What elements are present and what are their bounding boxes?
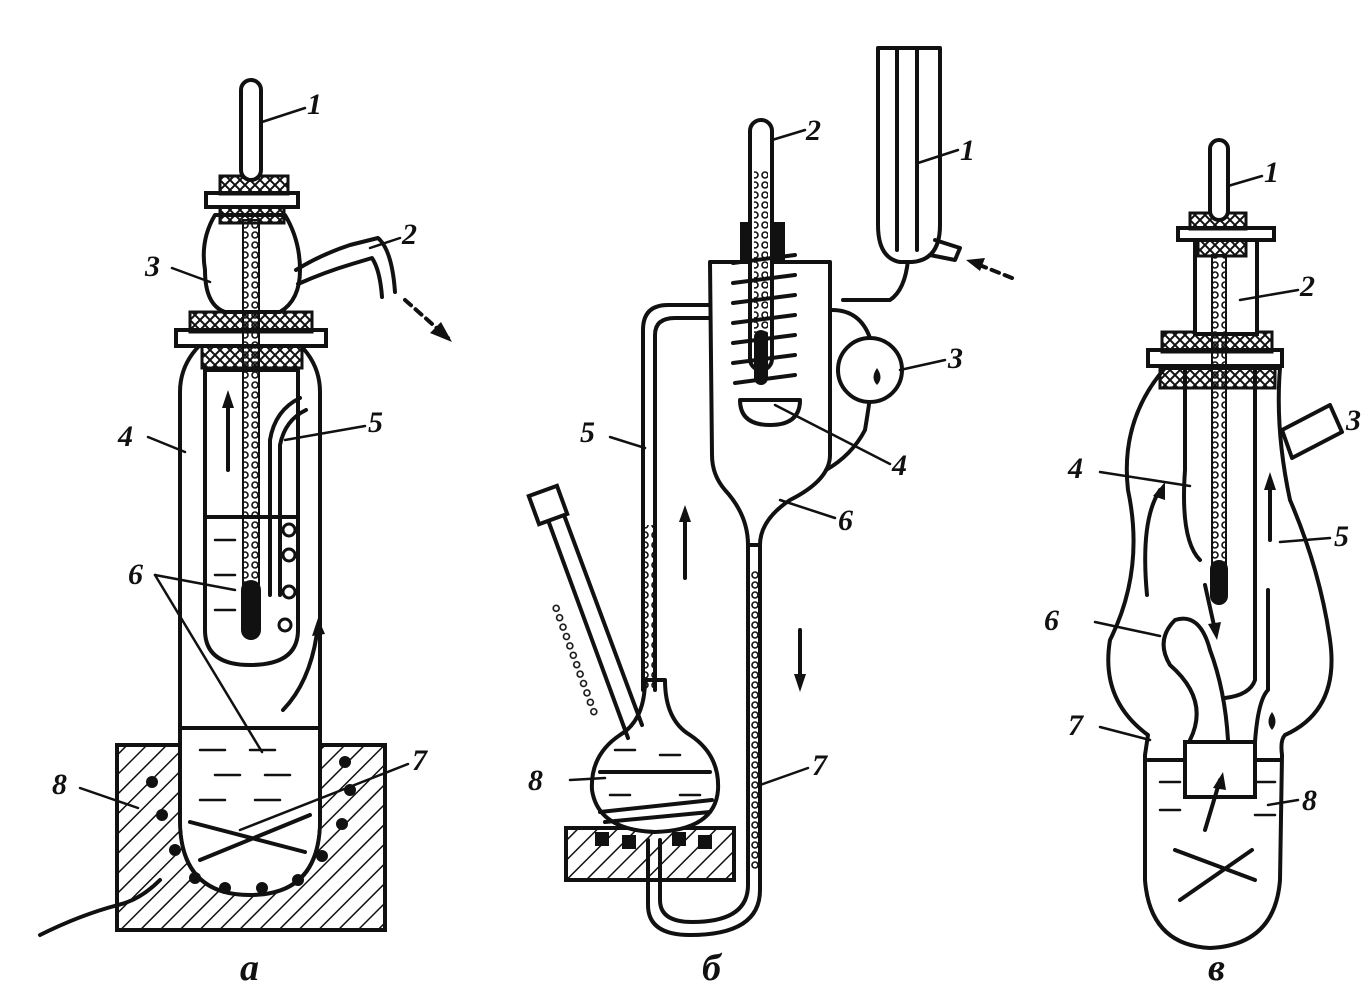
- label-v-7: 7: [1068, 709, 1084, 742]
- label-b-5: 5: [580, 416, 595, 449]
- label-b-1: 1: [960, 134, 975, 167]
- label-a-6: 6: [128, 558, 143, 591]
- label-v-5: 5: [1334, 520, 1349, 553]
- label-b-3: 3: [947, 342, 963, 375]
- label-a-2: 2: [401, 218, 417, 251]
- label-v-2: 2: [1299, 270, 1315, 303]
- label-a-4: 4: [117, 420, 133, 453]
- bulb-b: [836, 336, 904, 404]
- caption-v: в: [1208, 947, 1225, 989]
- label-a-5: 5: [368, 406, 383, 439]
- label-a-8: 8: [52, 768, 67, 801]
- label-b-7: 7: [812, 749, 828, 782]
- column-b: [876, 46, 942, 264]
- caption-b: б: [702, 947, 723, 989]
- caption-a: а: [240, 947, 259, 989]
- panel-v: 1 2 3 4 5 6 7 8 в: [1044, 138, 1361, 989]
- label-v-3: 3: [1345, 404, 1361, 437]
- label-b-6: 6: [838, 504, 853, 537]
- label-v-8: 8: [1302, 784, 1317, 817]
- thermometer-a: [239, 78, 263, 182]
- panel-b: 1 2 3 4 5 6 7 8 б: [526, 46, 1014, 989]
- thermometer-v: [1208, 138, 1230, 222]
- label-b-8: 8: [528, 764, 543, 797]
- label-v-1: 1: [1264, 156, 1279, 189]
- label-a-3: 3: [144, 250, 160, 283]
- label-a-7: 7: [412, 744, 428, 777]
- liquid-bottom-a: [182, 728, 318, 892]
- label-b-2: 2: [805, 114, 821, 147]
- label-v-6: 6: [1044, 604, 1059, 637]
- panel-a: 1 2 3 4 5 6 7 8 а: [38, 78, 452, 989]
- label-b-4: 4: [891, 449, 907, 482]
- label-a-1: 1: [307, 88, 322, 121]
- label-v-4: 4: [1067, 452, 1083, 485]
